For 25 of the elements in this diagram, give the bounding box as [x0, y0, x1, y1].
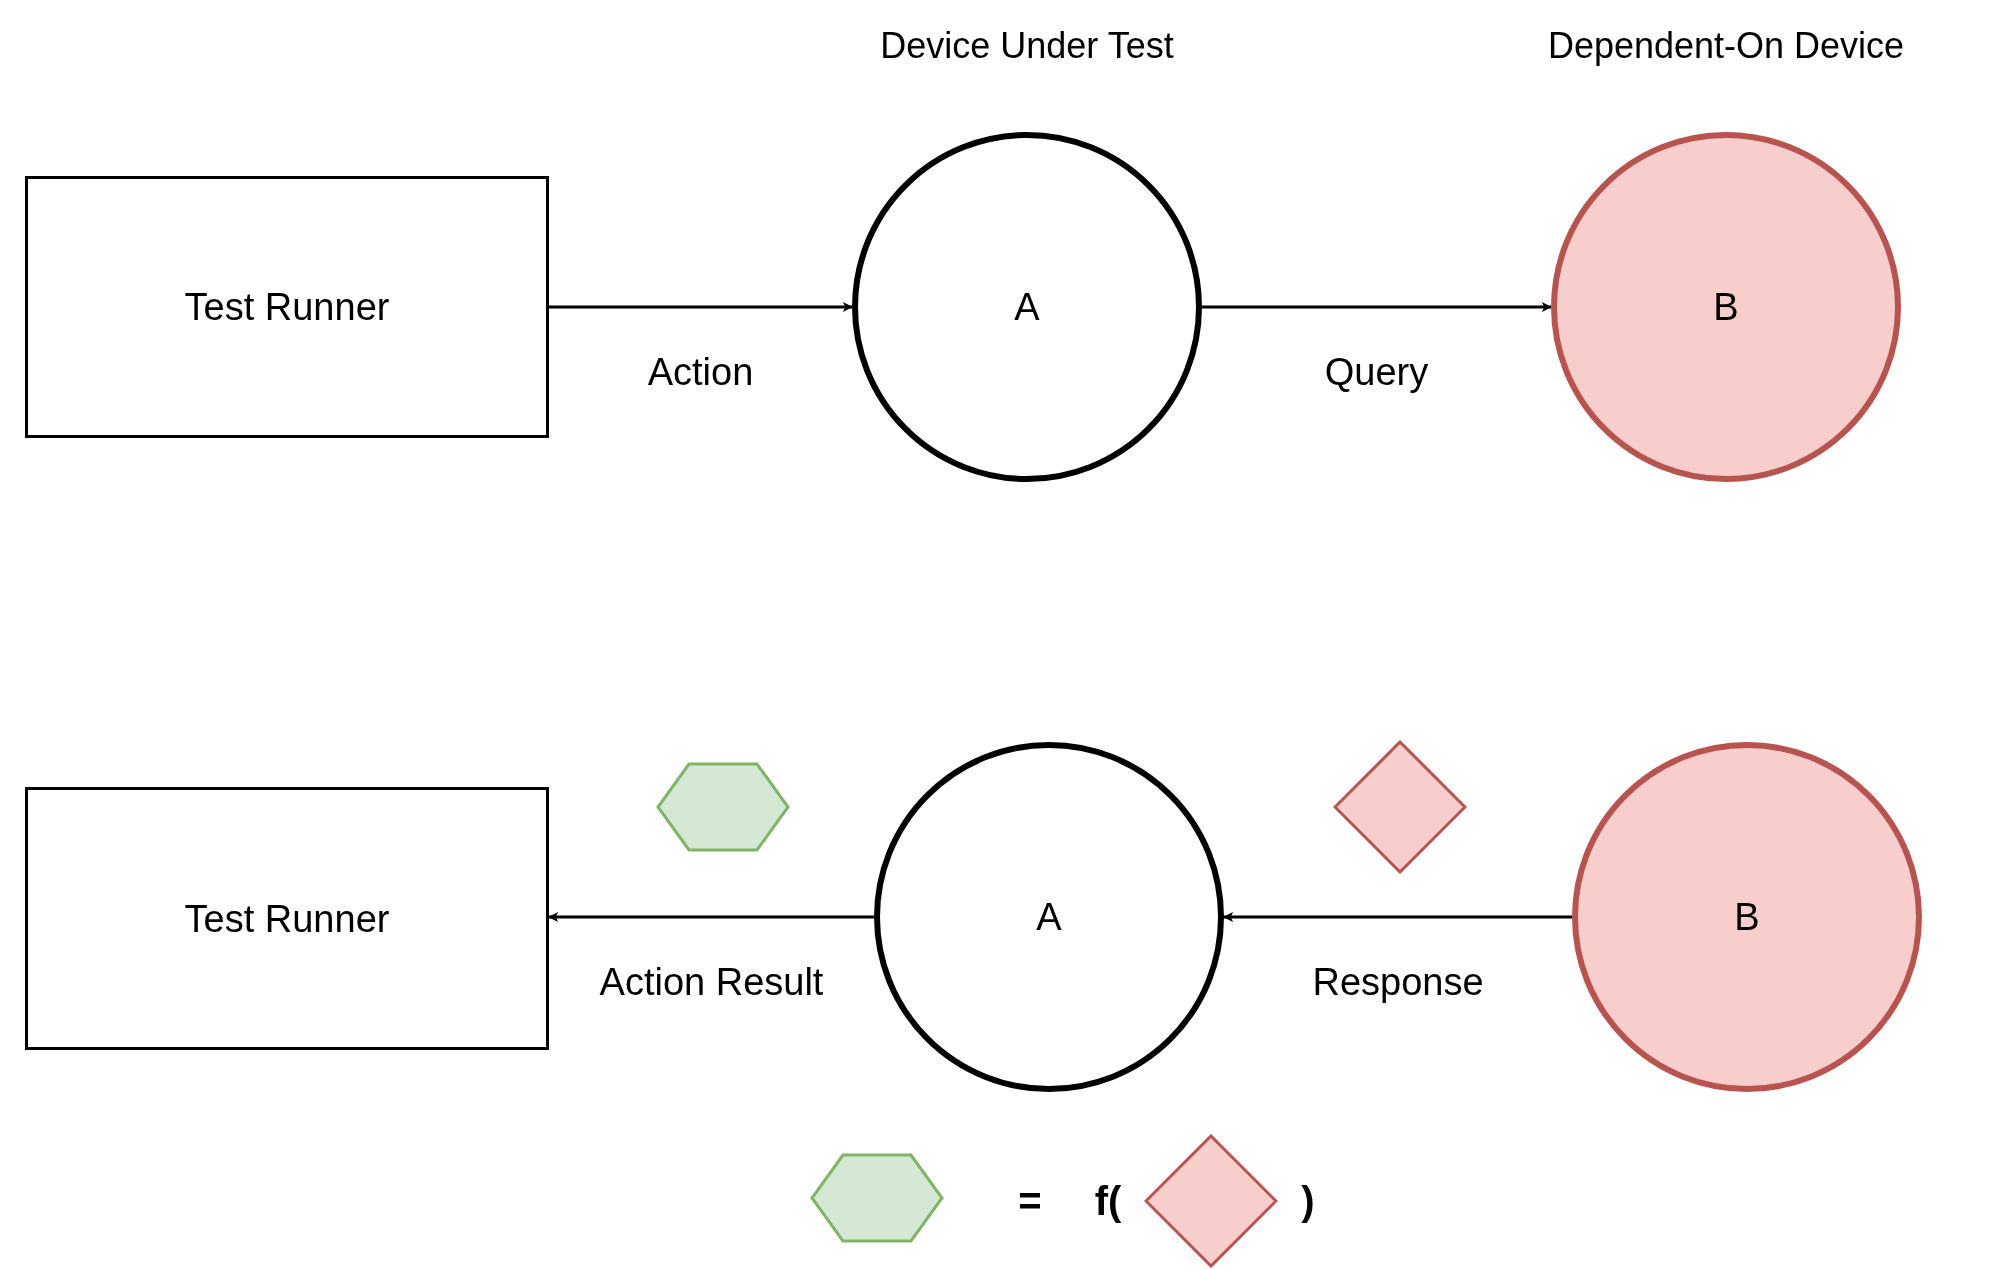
node-label: B — [1713, 288, 1739, 326]
node-heading: Device Under Test — [880, 28, 1174, 64]
edge-label: Query — [1324, 351, 1429, 394]
node-label: Test Runner — [184, 288, 390, 326]
edge-label: Action Result — [599, 961, 824, 1004]
arrow — [1202, 302, 1552, 312]
formula-symbol: f( — [1094, 1181, 1122, 1221]
process-box — [25, 176, 549, 438]
hexagon-shape — [810, 1153, 944, 1243]
process-box — [25, 787, 549, 1050]
formula-symbol: = — [1018, 1181, 1042, 1221]
hexagon-shape — [656, 762, 790, 852]
diamond-shape — [1333, 740, 1467, 874]
node-label: Test Runner — [184, 899, 390, 938]
node-label: A — [1014, 288, 1040, 326]
node-heading: Dependent-On Device — [1547, 28, 1905, 64]
node-label: A — [1036, 898, 1062, 936]
arrow — [548, 912, 874, 922]
arrow — [549, 302, 853, 312]
edge-label: Action — [647, 351, 754, 394]
edge-label: Response — [1312, 961, 1484, 1004]
formula-symbol: ) — [1301, 1181, 1315, 1221]
diamond-shape — [1144, 1134, 1278, 1268]
arrow — [1223, 912, 1572, 922]
node-label: B — [1734, 898, 1760, 936]
